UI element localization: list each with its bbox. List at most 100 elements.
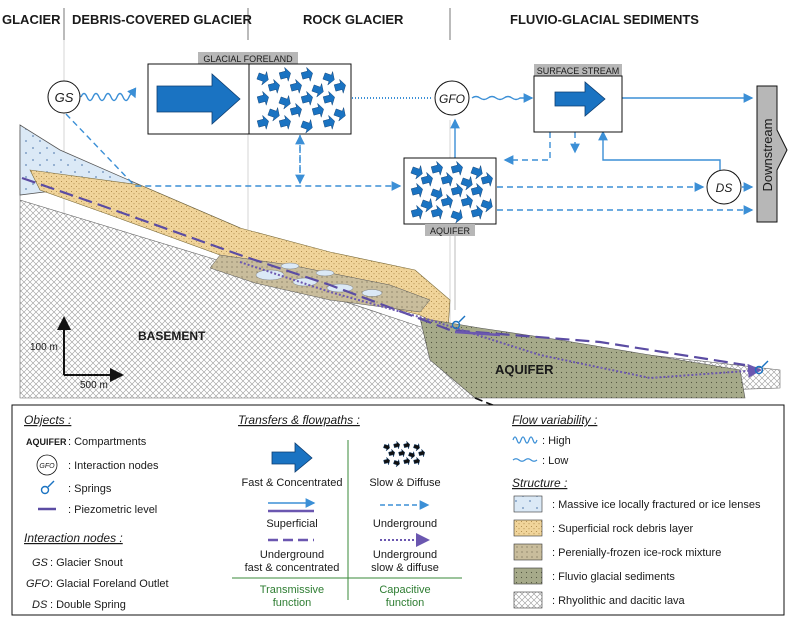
slow-diffuse-arrow — [267, 78, 280, 94]
slow-diffuse-arrow — [440, 171, 453, 187]
legend-node-sample: GFO — [39, 463, 55, 470]
slow-diffuse-arrow — [470, 182, 483, 198]
legend-structure-ice: : Massive ice locally fractured or ice l… — [552, 499, 761, 511]
wave-low — [471, 93, 534, 103]
legend-interaction-title: Interaction nodes : — [24, 531, 123, 545]
legend-swatch-lava — [513, 591, 543, 609]
slow-diffuse-arrow — [418, 448, 426, 458]
slow-diffuse-arrow — [278, 66, 291, 82]
legend-interaction-nodes: : Interaction nodes — [68, 460, 159, 472]
legend-node-icon — [36, 454, 58, 476]
spring-icon — [754, 360, 769, 375]
label-basement: BASEMENT — [138, 329, 206, 343]
slow-diffuse-arrow — [398, 448, 406, 458]
legend-underground-slow-1: Underground — [373, 549, 437, 561]
slow-diffuse-arrow — [322, 70, 335, 86]
legend-swatch-fluvio — [513, 567, 543, 585]
zone-glacier: GLACIER — [2, 12, 61, 27]
scale-vertical: 100 m — [30, 342, 58, 353]
legend-transmissive-1: Transmissive — [260, 584, 324, 596]
slow-diffuse-arrow — [430, 160, 443, 176]
glacial-foreland-label-bg — [198, 52, 298, 64]
slow-diffuse-arrow — [300, 118, 313, 134]
downstream-label: Downstream — [760, 119, 775, 192]
slow-diffuse-arrow — [460, 175, 473, 191]
slow-diffuse-arrow — [408, 450, 415, 460]
slow-diffuse-arrow — [333, 106, 346, 122]
legend-slow-arrows — [383, 440, 426, 468]
legend-structure-debris: : Superficial rock debris layer — [552, 523, 694, 535]
slow-diffuse-arrow — [256, 70, 269, 86]
slow-diffuse-arrow — [410, 164, 423, 180]
downstream-arrow — [756, 85, 788, 223]
fast-arrow-stream — [554, 81, 606, 117]
legend-fast-arrow — [271, 442, 313, 473]
spring-icon — [451, 315, 466, 330]
slow-diffuse-arrow — [410, 182, 423, 198]
slow-diffuse-arrow — [420, 197, 433, 213]
legend-transmissive-2: function — [273, 597, 312, 609]
legend-low-wave-icon — [512, 458, 538, 462]
legend-underground-slow-2: slow & diffuse — [371, 562, 439, 574]
slow-diffuse-arrow — [278, 114, 291, 130]
slow-diffuse-arrows-aquifer — [410, 160, 493, 224]
slow-diffuse-arrow — [300, 66, 313, 82]
legend-spring-icon — [40, 480, 55, 495]
node-gfo — [434, 80, 470, 116]
legend-box — [11, 404, 785, 616]
gs-underground — [65, 113, 402, 191]
slow-diffuse-arrow — [450, 208, 463, 224]
slow-diffuse-arrow — [470, 204, 483, 220]
slow-diffuse-arrow — [388, 448, 396, 458]
legend-underground-fast-2: fast & concentrated — [245, 562, 340, 574]
slow-diffuse-arrow — [311, 102, 324, 118]
zone-rock-glacier: ROCK GLACIER — [303, 12, 404, 27]
slow-diffuse-arrow — [300, 90, 313, 106]
slow-diffuse-arrow — [410, 204, 423, 220]
slow-diffuse-arrow — [322, 114, 335, 130]
legend-node-abbr-gfo: GFO — [26, 578, 50, 590]
ds-to-stream — [598, 130, 721, 170]
legend-capacitive-1: Capacitive — [379, 584, 430, 596]
slow-diffuse-arrow — [322, 90, 335, 106]
slow-diffuse-arrow — [333, 78, 346, 94]
slow-diffuse-arrow — [256, 114, 269, 130]
slow-diffuse-arrow — [311, 82, 324, 98]
slow-diffuse-arrow — [440, 193, 453, 209]
surface-superficial-flow — [454, 330, 501, 337]
piezometric-level — [21, 176, 746, 367]
slow-diffuse-arrow — [383, 442, 390, 452]
label-aquifer-section: AQUIFER — [495, 362, 554, 377]
node-gs-label: GS — [55, 90, 74, 105]
slow-diffuse-arrow — [430, 186, 443, 202]
scale-horizontal: 500 m — [80, 380, 108, 391]
slow-diffuse-arrow — [430, 204, 443, 220]
legend-superficial: Superficial — [266, 518, 317, 530]
legend-swatch-ice — [513, 495, 543, 513]
legend-node-abbr-ds: DS — [32, 599, 48, 611]
legend-node-gfo: : Glacial Foreland Outlet — [50, 578, 169, 590]
underground-slow-flow — [239, 261, 762, 380]
slow-diffuse-arrow — [289, 78, 302, 94]
slow-diffuse-arrow — [393, 458, 400, 468]
legend-structure-frozen: : Perenially-frozen ice-rock mixture — [552, 547, 721, 559]
legend-compartments: : Compartments — [68, 436, 147, 448]
aquifer-label-bg — [425, 224, 475, 236]
slow-diffuse-arrow — [393, 440, 401, 450]
aquifer-label: AQUIFER — [430, 226, 471, 236]
surface-stream-label-bg — [534, 64, 622, 76]
node-ds-label: DS — [716, 181, 733, 195]
zone-debris-covered-glacier: DEBRIS-COVERED GLACIER — [72, 12, 252, 27]
slow-diffuse-arrow — [289, 102, 302, 118]
dashed-outline — [474, 397, 501, 409]
legend-flow-variability-title: Flow variability : — [512, 413, 597, 427]
slow-diffuse-arrow — [480, 171, 493, 187]
legend-swatch-debris — [513, 519, 543, 537]
slow-diffuse-arrow — [460, 193, 473, 209]
legend-piezometric: : Piezometric level — [68, 504, 157, 516]
wave-high — [80, 87, 137, 102]
zone-fluvio-glacial-sediments: FLUVIO-GLACIAL SEDIMENTS — [510, 12, 699, 27]
slow-diffuse-arrow — [267, 106, 280, 122]
slow-diffuse-arrow — [383, 456, 391, 466]
